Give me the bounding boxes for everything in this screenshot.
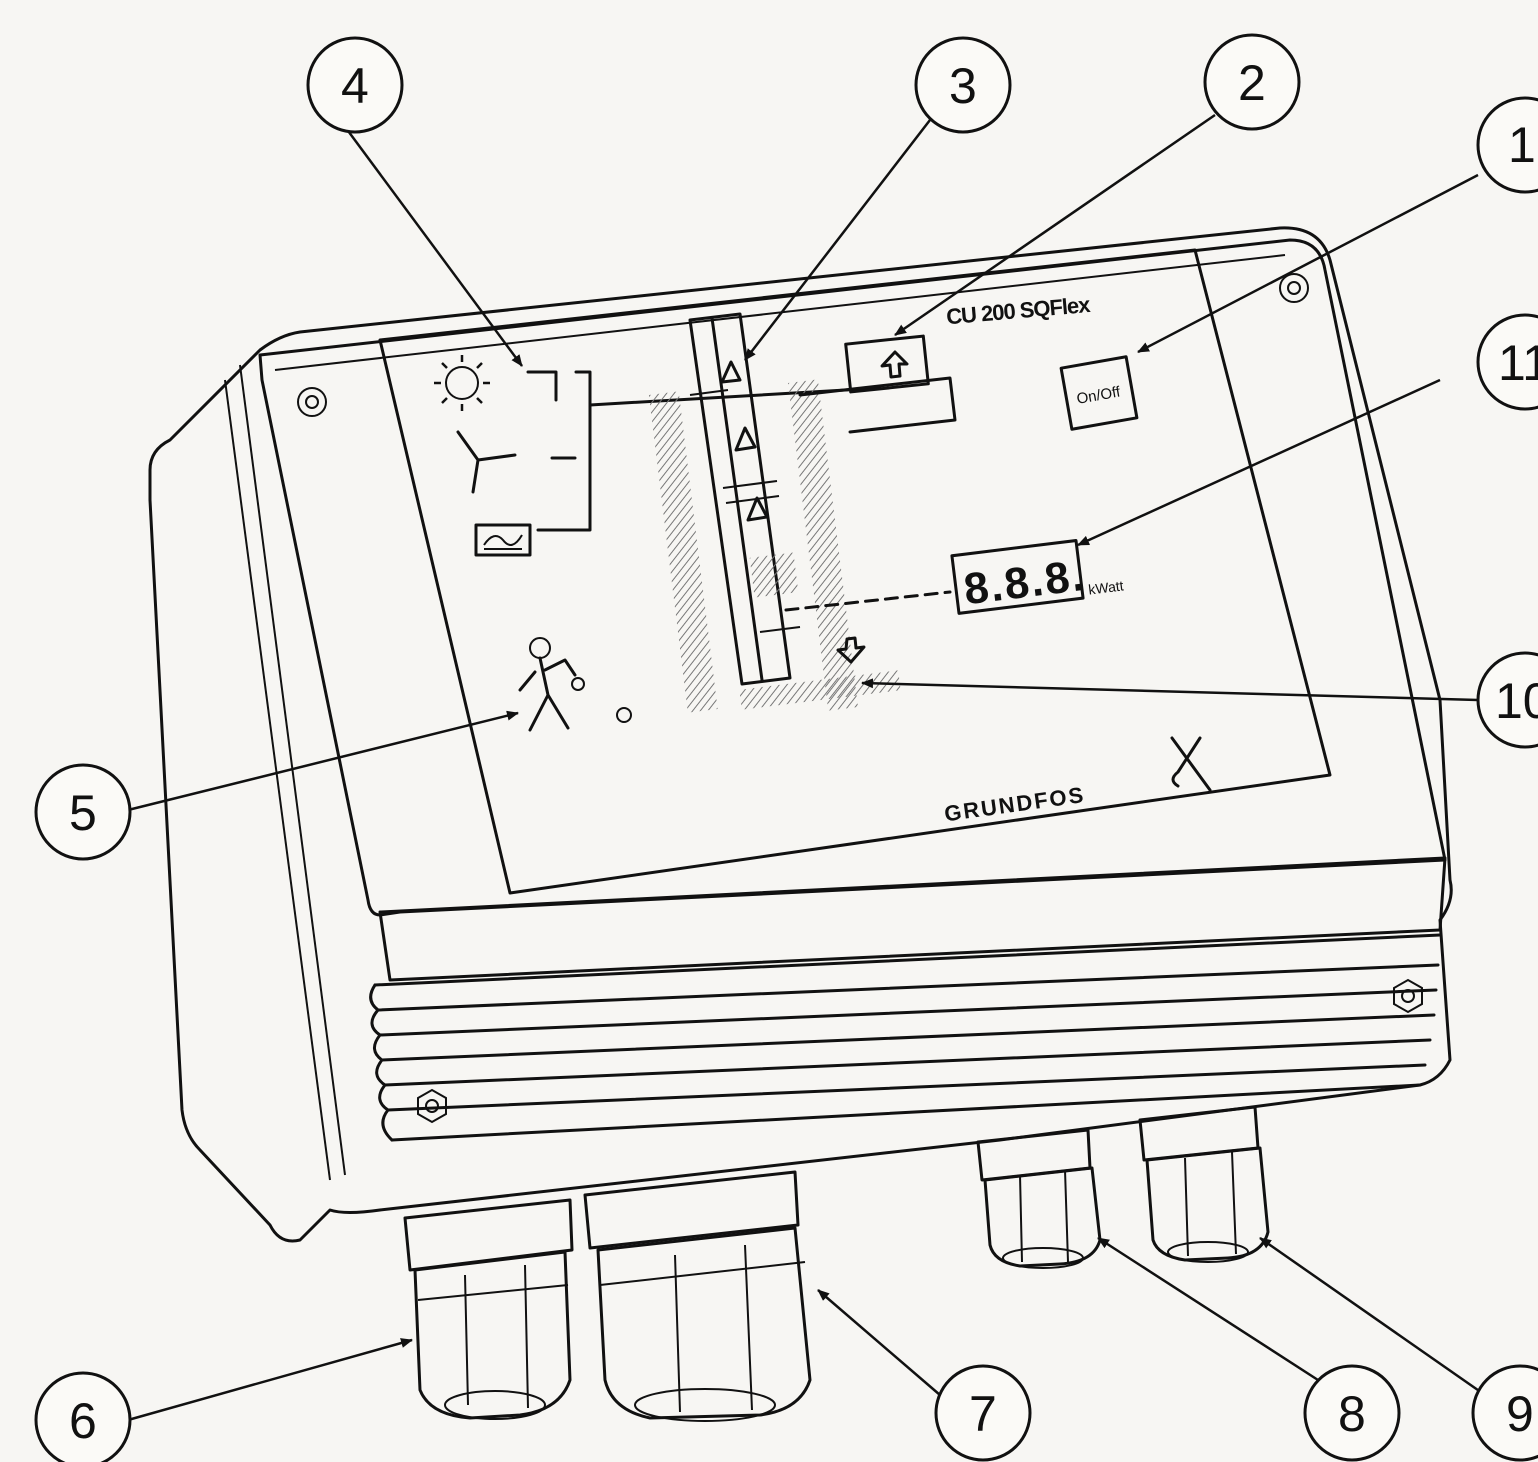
callout-1-number: 1: [1508, 117, 1536, 173]
on-off-label: On/Off: [1075, 383, 1122, 408]
enclosure: [148, 226, 1453, 1243]
cable-gland-small-left: [976, 1128, 1102, 1269]
warning-triangle-icon: [720, 360, 769, 522]
cable-gland-small-right: [1138, 1105, 1270, 1263]
callout-1: 1: [1476, 96, 1538, 194]
mount-screw-right: [1393, 978, 1423, 1014]
lid-screw-top-left: [297, 387, 327, 417]
wind-turbine-icon: [456, 430, 517, 494]
indicator-hole: [616, 707, 632, 723]
ac-generator-icon: [474, 523, 532, 557]
service-man-icon: [518, 637, 585, 732]
callout-10: 10: [1476, 651, 1538, 749]
arrow-up-icon: [844, 334, 930, 394]
callout-5: 5: [34, 763, 132, 861]
callout-8-number: 8: [1338, 1386, 1366, 1442]
callout-7: 7: [934, 1364, 1032, 1462]
cable-gland-large-right: [583, 1170, 812, 1422]
callout-3-number: 3: [949, 58, 977, 114]
callout-6-number: 6: [69, 1393, 97, 1449]
callout-8: 8: [1303, 1364, 1401, 1462]
callout-9-number: 9: [1506, 1386, 1534, 1442]
display-digits: 8.8.8.: [961, 551, 1088, 615]
callout-2-number: 2: [1238, 55, 1266, 111]
callout-6: 6: [34, 1371, 132, 1462]
power-display: 8.8.8. kWatt: [950, 539, 1124, 615]
callout-4-number: 4: [341, 58, 369, 114]
brand-logo: GRUNDFOS: [943, 736, 1212, 826]
source-bracket: [526, 370, 592, 532]
callout-3: 3: [914, 36, 1012, 134]
sun-icon: [434, 355, 490, 411]
callout-11: 11: [1476, 313, 1538, 411]
model-label: CU 200 SQFlex: [945, 292, 1092, 330]
arrow-down-icon: [836, 636, 866, 664]
cooling-ribs: [369, 856, 1447, 1142]
callout-4: 4: [306, 36, 404, 134]
on-off-button[interactable]: On/Off: [1059, 355, 1139, 431]
callout-11-number: 11: [1498, 335, 1538, 391]
callout-2: 2: [1203, 33, 1301, 131]
cable-gland-large-left: [403, 1198, 574, 1420]
callout-7-number: 7: [969, 1386, 997, 1442]
mount-screw-left: [417, 1088, 447, 1124]
level-dashed-line: [784, 590, 952, 612]
callout-5-number: 5: [69, 785, 97, 841]
front-label-panel: [378, 248, 1332, 895]
leader-lines: [127, 113, 1486, 1422]
lid-screw-top-right: [1279, 273, 1309, 303]
callout-9: 9: [1471, 1364, 1538, 1462]
callout-10-number: 10: [1495, 673, 1538, 729]
display-unit: kWatt: [1087, 577, 1124, 597]
well-graphic: [648, 312, 957, 713]
